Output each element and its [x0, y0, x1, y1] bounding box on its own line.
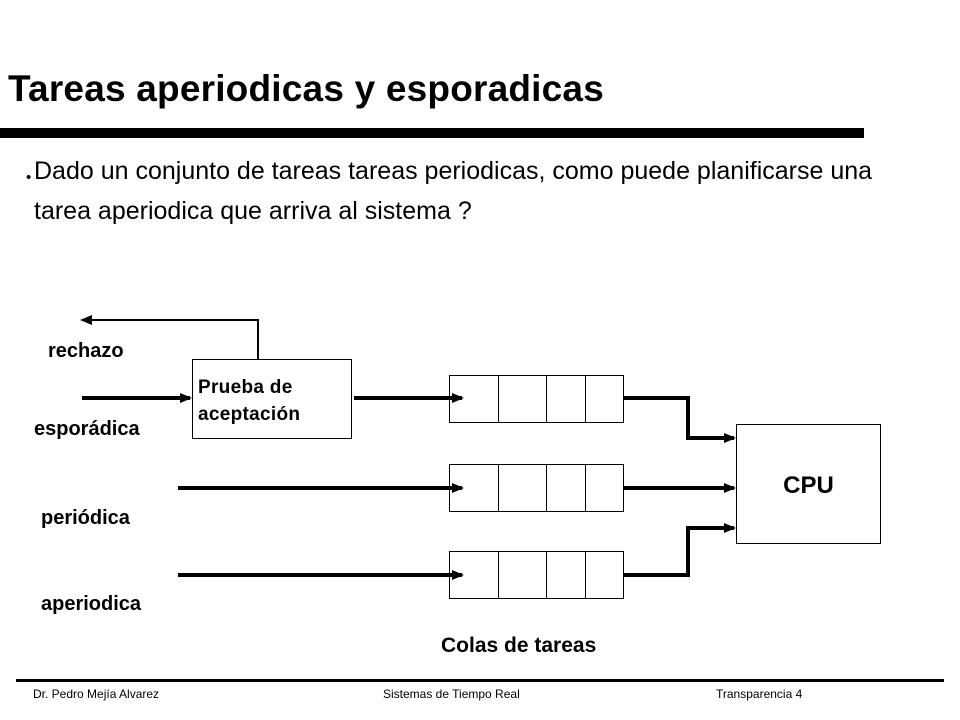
label-esporadica: esporádica [34, 418, 140, 440]
bullet-point-icon: • [26, 169, 32, 186]
queue-slot [498, 552, 546, 598]
queue-slot [498, 465, 546, 511]
queue-slot [585, 376, 623, 422]
queues-caption: Colas de tareas [441, 634, 597, 657]
footer-rule [16, 679, 944, 682]
label-aperiodica: aperiodica [41, 593, 142, 615]
queue-slot [546, 552, 585, 598]
acceptance-test-line-2: aceptación [198, 404, 301, 425]
slide-title: Tareas aperiodicas y esporadicas [8, 68, 604, 109]
queue1-to-cpu-arrow [624, 396, 736, 443]
acceptance-test-box: Prueba de aceptación [192, 359, 352, 439]
queue3-to-cpu-arrow [624, 523, 736, 577]
acceptance-test-line-1: Prueba de [198, 377, 293, 398]
queue-slot [450, 552, 498, 598]
queue-slot [450, 376, 498, 422]
rechazo-arrow [80, 315, 259, 359]
task-queue-2 [449, 464, 624, 512]
label-rechazo: rechazo [48, 340, 124, 362]
task-queue-1 [449, 375, 624, 423]
queue-slot [546, 465, 585, 511]
queue-slot [450, 465, 498, 511]
queue-slot [498, 376, 546, 422]
queue-slot [546, 376, 585, 422]
acceptance-test-label: Prueba de aceptación [198, 374, 300, 428]
queue-slot [585, 552, 623, 598]
footer-course: Sistemas de Tiempo Real [383, 687, 520, 701]
cpu-label: CPU [783, 472, 834, 499]
task-queue-3 [449, 551, 624, 599]
footer-author: Dr. Pedro Mejía Alvarez [33, 687, 160, 701]
footer-slide-number: Transparencia 4 [716, 687, 803, 701]
title-underline [0, 128, 864, 138]
bullet-text: Dado un conjunto de tareas tareas period… [34, 157, 873, 225]
label-periodica: periódica [41, 507, 130, 529]
queue-slot [585, 465, 623, 511]
cpu-box: CPU [736, 424, 881, 544]
